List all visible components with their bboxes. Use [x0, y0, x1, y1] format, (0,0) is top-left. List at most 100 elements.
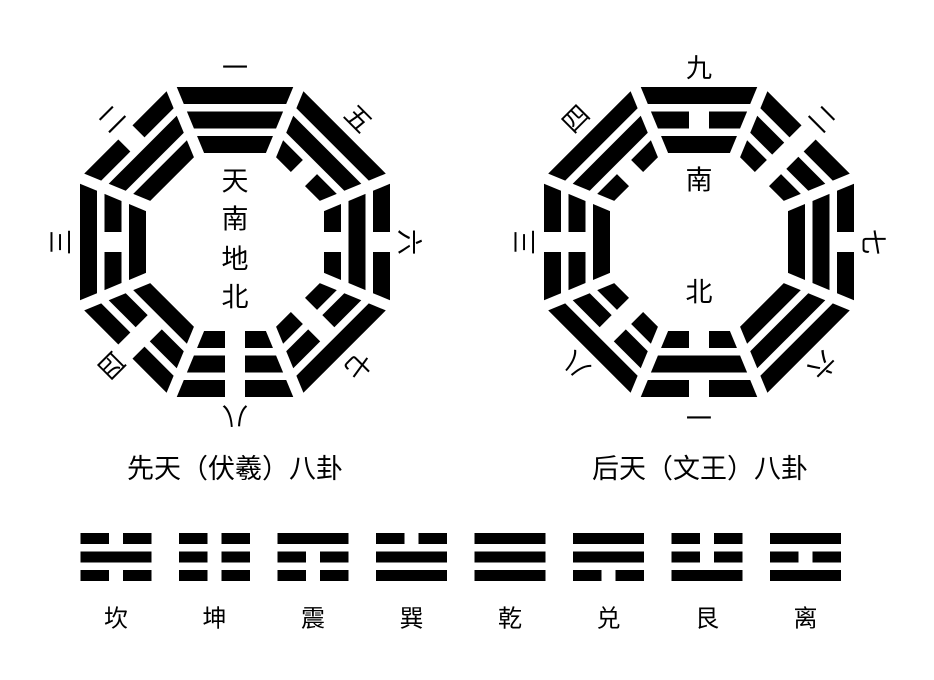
- left-trigram-4-line-2-left: [245, 331, 273, 348]
- legend-item-7-line-0: [770, 533, 841, 544]
- right-trigram-7-line-1: [572, 115, 648, 191]
- right-center-label-1: 北: [686, 278, 713, 309]
- left-number-label-4: 八: [222, 400, 248, 430]
- left-number-label-7: 二: [93, 100, 133, 140]
- legend-item-0-line-2-right: [123, 570, 152, 581]
- legend-item-2-line-2-right: [320, 570, 349, 581]
- legend-item-0-name: 坎: [104, 605, 128, 633]
- legend-item-5: 兑: [573, 533, 644, 633]
- legend-item-1-line-1-right: [221, 551, 250, 563]
- right-trigram-7-line-2-right: [631, 140, 658, 172]
- left-trigram-4-line-0-right: [176, 380, 225, 397]
- right-trigram-2: 七: [788, 183, 887, 301]
- left-center-label-0: 天: [222, 167, 249, 198]
- left-center-label-2: 地: [222, 245, 249, 276]
- left-trigram-3-line-2-left: [305, 283, 337, 310]
- left-trigram-2-line-0-left: [373, 183, 390, 232]
- right-trigram-6: 三: [511, 183, 610, 301]
- left-trigram-7-line-1: [108, 115, 184, 191]
- right-trigram-3-line-1: [750, 293, 826, 369]
- legend-item-0-line-2-left: [80, 570, 109, 581]
- legend-item-3-line-0-right: [418, 533, 447, 544]
- legend-item-6-line-0-right: [714, 533, 743, 544]
- right-trigram-5-line-2-left: [631, 312, 658, 344]
- legend-item-5-line-1: [573, 551, 644, 563]
- left-diagram-title: 先天（伏羲）八卦: [127, 454, 343, 485]
- legend-item-1-line-2-right: [221, 570, 250, 581]
- left-trigram-0-line-0: [176, 87, 294, 104]
- right-trigram-2-line-1: [812, 193, 830, 291]
- legend-item-6-name: 艮: [695, 605, 719, 633]
- left-trigram-0: 一: [176, 54, 294, 153]
- legend-item-5-line-2-right: [615, 570, 644, 581]
- left-trigram-1: 五: [276, 91, 386, 201]
- left-number-label-2: 六: [393, 229, 423, 255]
- legend-item-1-line-0-right: [221, 533, 250, 544]
- legend-item-1-line-1-left: [179, 551, 208, 563]
- left-trigram-2-line-0-right: [373, 252, 390, 301]
- right-trigram-6-line-0-right: [544, 183, 561, 232]
- legend-item-3-line-1: [376, 551, 447, 563]
- legend-item-7-name: 离: [794, 605, 818, 633]
- left-trigram-3-line-2-right: [276, 312, 303, 344]
- legend-item-0-line-1: [80, 551, 152, 563]
- legend-item-2-line-0: [277, 533, 349, 544]
- right-trigram-1-line-2-right: [769, 174, 801, 201]
- left-trigram-3-line-1-left: [322, 293, 362, 328]
- right-trigram-7-line-2-left: [597, 174, 629, 201]
- right-trigram-4-line-1: [650, 355, 748, 373]
- left-trigram-0-line-2: [197, 136, 273, 153]
- left-trigram-4-line-2-right: [197, 331, 225, 348]
- left-trigram-5-line-1-left: [149, 329, 184, 369]
- legend-item-1: 坤: [179, 533, 250, 633]
- right-trigram-2-line-2: [788, 204, 805, 280]
- right-trigram-5-line-1-left: [613, 329, 648, 369]
- right-trigram-5-line-0: [548, 303, 638, 393]
- left-trigram-6-line-2: [129, 204, 146, 280]
- left-trigram-1-line-1: [286, 115, 362, 191]
- right-trigram-5-line-2-right: [597, 283, 629, 310]
- legend-item-5-line-2-left: [573, 570, 602, 581]
- legend-item-5-name: 兑: [597, 605, 621, 633]
- left-center-label-3: 北: [222, 283, 249, 314]
- right-trigram-0-line-2: [661, 136, 737, 153]
- left-trigram-4: 八: [176, 331, 294, 430]
- legend-item-2-line-1-left: [277, 551, 306, 563]
- legend-item-3-line-2: [376, 570, 447, 581]
- left-trigram-4-line-1-right: [186, 355, 225, 373]
- legend-item-3-line-0-left: [376, 533, 405, 544]
- left-trigram-0-line-1: [186, 111, 284, 129]
- legend-item-6: 艮: [671, 533, 743, 633]
- right-trigram-6-line-1-left: [568, 252, 586, 291]
- legend-item-5-line-0: [573, 533, 644, 544]
- left-trigram-5-line-1-right: [108, 293, 148, 328]
- legend-item-7-line-1-left: [770, 551, 799, 563]
- legend-item-0: 坎: [80, 533, 152, 633]
- legend-item-0-line-0-right: [123, 533, 152, 544]
- right-trigram-3-line-0: [760, 303, 850, 393]
- left-trigram-7-line-0-left: [84, 139, 131, 181]
- right-trigram-6-line-2: [593, 204, 610, 280]
- right-trigram-1-line-1-right: [786, 156, 826, 191]
- right-trigram-4-line-2-right: [661, 331, 689, 348]
- left-trigram-6-line-1-right: [104, 193, 122, 232]
- left-trigram-1-line-0: [296, 91, 386, 181]
- right-trigram-3-line-2: [740, 283, 801, 344]
- right-trigram-0-line-1-right: [709, 111, 748, 129]
- right-trigram-0-line-1-left: [650, 111, 689, 129]
- legend-item-1-line-2-left: [179, 570, 208, 581]
- left-trigram-2-line-1: [348, 193, 366, 291]
- right-number-label-6: 三: [511, 229, 541, 255]
- left-number-label-5: 四: [93, 345, 133, 385]
- right-trigram-4: 一: [640, 331, 758, 430]
- legend-item-2-line-1-right: [320, 551, 349, 563]
- legend-item-6-line-1-left: [671, 551, 700, 563]
- legend-item-3-name: 巽: [400, 605, 424, 633]
- legend-item-1-line-0-left: [179, 533, 208, 544]
- legend-item-4-line-0: [474, 533, 546, 544]
- right-trigram-4-line-2-left: [709, 331, 737, 348]
- legend-item-2-line-2-left: [277, 570, 306, 581]
